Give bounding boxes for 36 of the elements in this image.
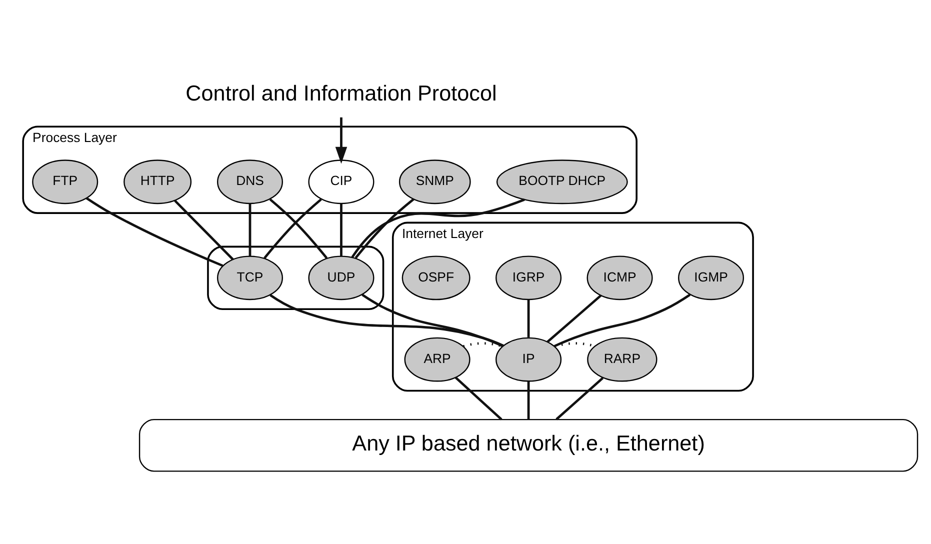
- node-ellipse: HTTP: [124, 159, 192, 204]
- node-ellipse: IP: [496, 336, 562, 382]
- node-ellipse: ARP: [404, 336, 470, 382]
- node-ellipse: IGRP: [496, 255, 562, 300]
- connector: [462, 342, 503, 347]
- node-box: Any IP based network (i.e., Ethernet): [138, 418, 918, 472]
- connector: [86, 196, 224, 266]
- connector: [248, 203, 252, 256]
- node-text: Control and Information Protocol: [186, 80, 497, 106]
- connector: [556, 376, 604, 420]
- node-ellipse: RARP: [587, 336, 658, 382]
- connector: [174, 199, 234, 260]
- connector: [454, 376, 502, 420]
- connector: [340, 203, 342, 256]
- connector: [527, 299, 530, 337]
- node-ellipse: TCP: [216, 255, 284, 300]
- connector: [354, 198, 414, 258]
- node-ellipse: BOOTP DHCP: [496, 159, 628, 204]
- node-ellipse: CIP: [308, 159, 374, 204]
- connector: [270, 294, 504, 346]
- node-ellipse: IGMP: [678, 255, 744, 300]
- node-ellipse: FTP: [32, 159, 98, 204]
- connector: [527, 380, 530, 419]
- node-ellipse: OSPF: [402, 255, 470, 300]
- connector: [554, 293, 691, 347]
- cluster: [207, 245, 384, 310]
- node-ellipse: DNS: [216, 159, 284, 204]
- node-ellipse: SNMP: [398, 159, 471, 204]
- connector: [351, 198, 525, 258]
- connector: [269, 198, 328, 258]
- connector: [362, 293, 504, 347]
- node-ellipse: ICMP: [586, 255, 653, 300]
- connector: [264, 198, 322, 258]
- arrow: [335, 116, 348, 164]
- connector: [546, 294, 602, 342]
- node-ellipse: UDP: [308, 255, 374, 300]
